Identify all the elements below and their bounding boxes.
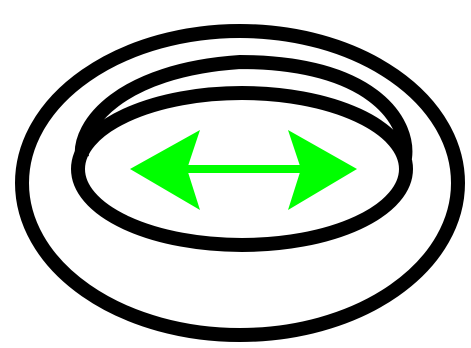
arrow-shaft xyxy=(185,165,305,173)
